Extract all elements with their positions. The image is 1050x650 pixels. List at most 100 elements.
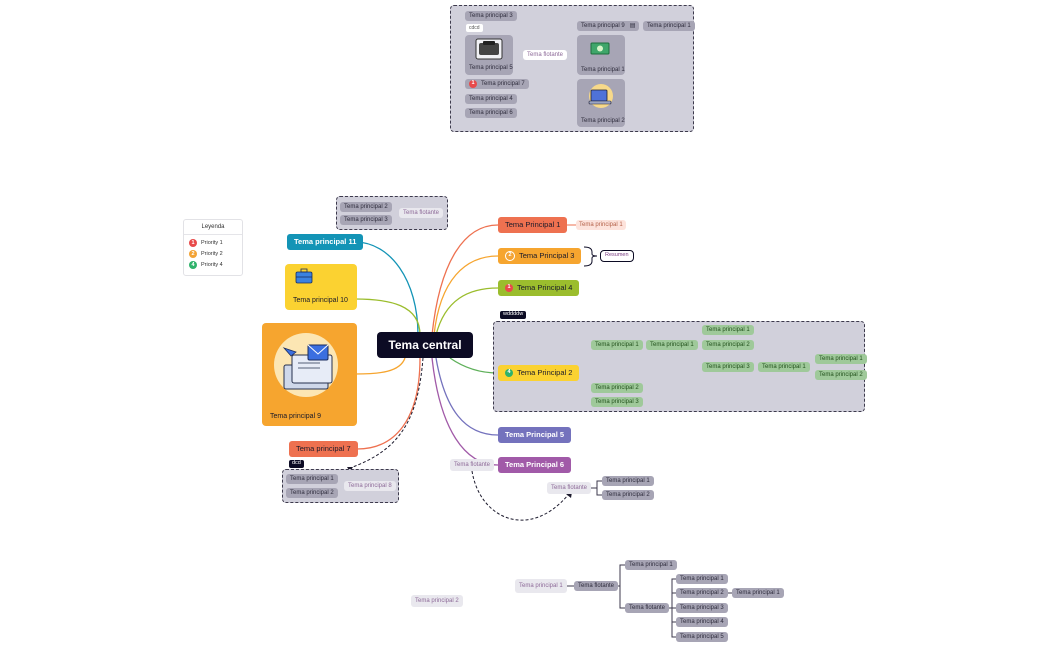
laptop-card-label: Tema principal 2 [581, 118, 625, 124]
node-label: Tema principal 7 [481, 81, 525, 87]
bottom-float-tp2[interactable]: Tema principal 2 [411, 595, 463, 607]
bottom-left-target[interactable]: Tema principal 8 [344, 481, 396, 491]
green-node-e1[interactable]: Tema principal 1 [815, 354, 867, 364]
summary-brace [583, 246, 598, 267]
green-node-e2[interactable]: Tema principal 2 [815, 370, 867, 380]
bottom-sub-child-1[interactable]: Tema principal 1 [676, 574, 728, 584]
topic-principal-11[interactable]: Tema principal 11 [287, 234, 364, 250]
topic-principal-1[interactable]: Tema Principal 1 [498, 217, 568, 233]
green-group-tag: wddddw [500, 311, 527, 319]
legend-panel: Leyenda 1 Priority 1 2 Priority 2 4 Prio… [183, 219, 243, 276]
branch-line-7 [356, 357, 421, 450]
legend-item-3: 4 Priority 4 [189, 261, 242, 269]
topic-principal-2[interactable]: 4 Tema Principal 2 [498, 365, 580, 381]
priority-2-icon: 2 [189, 250, 197, 258]
float-connector-2 [471, 470, 569, 521]
topic-principal-10-card[interactable]: Tema principal 10 [285, 264, 357, 310]
p1-child[interactable]: Tema principal 1 [576, 220, 626, 230]
top-left-node-5[interactable]: Tema principal 6 [465, 108, 517, 118]
legend-item-2: 2 Priority 2 [189, 250, 242, 258]
floating-2-child-2[interactable]: Tema principal 2 [602, 490, 654, 500]
branch-line-11 [354, 241, 419, 336]
toolbox-icon [295, 268, 313, 284]
top-left-node-1[interactable]: Tema principal 3 [465, 11, 517, 21]
phone-icon [475, 38, 503, 60]
topic-principal-3[interactable]: 2 Tema Principal 3 [498, 248, 582, 264]
floating-topic-2[interactable]: Tema flotante [547, 482, 592, 494]
summary-label[interactable]: Resumen [600, 250, 634, 262]
branch-line-p5 [435, 357, 499, 436]
branch-line-p4 [435, 287, 499, 336]
topic-principal-5[interactable]: Tema Principal 5 [498, 427, 572, 443]
branch-line-9 [354, 357, 406, 375]
bottom-tree-root[interactable]: Tema principal 1 [515, 579, 567, 593]
money-icon [590, 42, 610, 55]
laptop-icon [588, 84, 613, 108]
legend-title: Leyenda [184, 220, 242, 235]
priority-4-icon: 4 [189, 261, 197, 269]
green-node-d[interactable]: Tema principal 1 [758, 362, 810, 372]
topic-principal-6[interactable]: Tema Principal 6 [498, 457, 572, 473]
topic-label: Tema Principal 4 [517, 283, 573, 293]
left-group-item-1[interactable]: Tema principal 2 [340, 202, 392, 212]
top-right-node-1[interactable]: Tema principal 9 ▤ [577, 21, 640, 31]
branch-line-p2 [449, 357, 499, 374]
priority-1-icon: 1 [189, 239, 197, 247]
legend-item-1: 1 Priority 1 [189, 239, 242, 247]
green-node-c1[interactable]: Tema principal 1 [702, 325, 754, 335]
branch-line-10 [354, 298, 421, 336]
priority-1-badge: 1 [469, 80, 477, 88]
left-group-item-2[interactable]: Tema principal 3 [340, 215, 392, 225]
bottom-sub-child-2[interactable]: Tema principal 2 [676, 588, 728, 598]
folder-mail-icon [274, 333, 338, 397]
top-left-node-4[interactable]: Tema principal 4 [465, 94, 517, 104]
bottom-left-item-2[interactable]: Tema principal 2 [286, 488, 338, 498]
bottom-sub-child-4[interactable]: Tema principal 4 [676, 617, 728, 627]
top-floating-topic[interactable]: Tema flotante [523, 50, 568, 60]
bottom-tree-top-child[interactable]: Tema principal 1 [625, 560, 677, 570]
legend-label-2: Priority 2 [201, 251, 223, 257]
topic-label: Tema Principal 2 [517, 368, 573, 378]
bottom-tree-mid[interactable]: Tema flotante [574, 581, 619, 591]
topic-principal-7[interactable]: Tema principal 7 [289, 441, 358, 457]
float-connector-1 [349, 357, 424, 469]
top-left-node-3[interactable]: 1 Tema principal 7 [465, 79, 529, 89]
phone-card-label: Tema principal 5 [469, 65, 513, 71]
bottom-sub2-child[interactable]: Tema principal 1 [732, 588, 784, 598]
top-right-child[interactable]: Tema principal 1 [643, 21, 695, 31]
green-node-c3[interactable]: Tema principal 3 [702, 362, 754, 372]
note-icon: ▤ [629, 23, 636, 29]
green-node-c2[interactable]: Tema principal 2 [702, 340, 754, 350]
legend-label-1: Priority 1 [201, 240, 223, 246]
branch-line-p6 [431, 357, 499, 466]
bottom-tree-sub[interactable]: Tema flotante [625, 603, 670, 613]
top-phone-card[interactable]: Tema principal 5 [465, 35, 513, 75]
money-card-label: Tema principal 1 [581, 67, 625, 73]
green-node-f[interactable]: Tema principal 2 [591, 383, 643, 393]
green-node-b[interactable]: Tema principal 1 [646, 340, 698, 350]
p6-floating-topic[interactable]: Tema flotante [450, 459, 495, 471]
priority-1-icon: 1 [505, 284, 513, 292]
topic-label: Tema Principal 3 [519, 251, 575, 261]
branch-line-p3 [433, 255, 499, 336]
top-money-card[interactable]: Tema principal 1 [577, 35, 625, 75]
floating-2-child-1[interactable]: Tema principal 1 [602, 476, 654, 486]
green-node-a[interactable]: Tema principal 1 [591, 340, 643, 350]
left-group-float[interactable]: Tema flotante [399, 208, 444, 218]
bottom-left-item-1[interactable]: Tema principal 1 [286, 474, 338, 484]
topic-principal-9-card[interactable]: Tema principal 9 [262, 323, 357, 426]
bottom-sub-child-3[interactable]: Tema principal 3 [676, 603, 728, 613]
bottom-left-tag: dcd [289, 460, 304, 468]
priority-4-icon: 4 [505, 369, 513, 377]
green-node-g[interactable]: Tema principal 3 [591, 397, 643, 407]
legend-label-3: Priority 4 [201, 262, 223, 268]
central-topic[interactable]: Tema central [377, 332, 473, 358]
priority-2-icon: 2 [505, 251, 515, 261]
topic-principal-4[interactable]: 1 Tema Principal 4 [498, 280, 580, 296]
top-tag: cdcd [466, 24, 483, 32]
topic-10-label: Tema principal 10 [293, 297, 348, 304]
node-label: Tema principal 9 [581, 23, 625, 29]
bottom-sub-child-5[interactable]: Tema principal 5 [676, 632, 728, 642]
top-laptop-card[interactable]: Tema principal 2 [577, 79, 625, 127]
branch-line-p1 [431, 224, 499, 336]
